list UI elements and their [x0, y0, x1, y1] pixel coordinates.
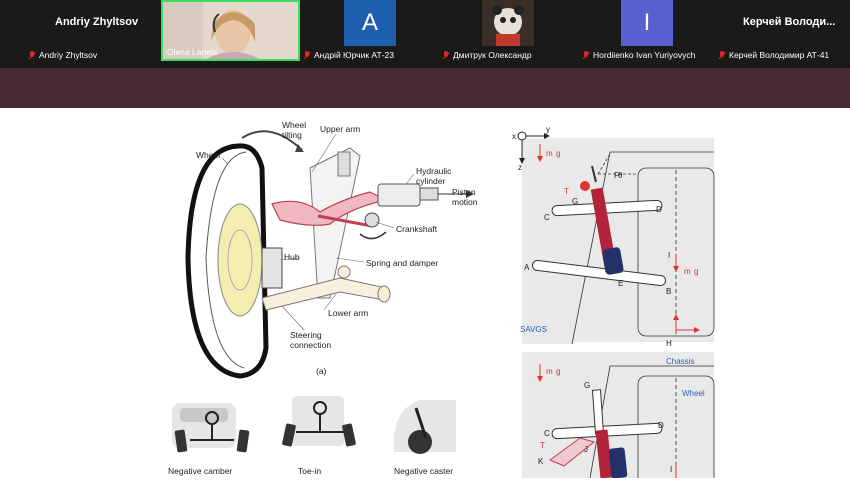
negative-camber-icon [172, 403, 250, 453]
label-toe-in: Toe-in [298, 466, 321, 476]
mic-muted-icon [442, 50, 450, 60]
participant-label: Андрій Юрчик АТ-23 [303, 50, 394, 60]
label-upper-arm: Upper arm [320, 124, 360, 134]
participant-label-dmytruk: Дмитрук Олександр [442, 50, 532, 60]
axis-y: y [546, 125, 550, 134]
video-feed [482, 0, 534, 46]
label-mg-wheel: m [684, 267, 691, 276]
label-g-lower: g [556, 367, 560, 376]
label-F: F [614, 171, 619, 180]
participant-label: Andriy Zhyltsov [28, 50, 97, 60]
label-I: I [668, 251, 670, 260]
label-G-lower: G [584, 381, 590, 390]
figure-caption: (a) [316, 366, 327, 376]
label-theta: θ [618, 171, 623, 180]
label-lower-arm: Lower arm [328, 308, 368, 318]
label-chassis: Chassis [666, 357, 694, 366]
savgs-figure-b: x y z m g F [512, 125, 715, 483]
participant-display-name: Керчей Володи... [743, 16, 836, 28]
participant-video-dmytruk[interactable] [482, 0, 534, 46]
axis-z: z [518, 163, 522, 172]
label-D-lower: D [658, 421, 664, 430]
label-crankshaft: Crankshaft [396, 224, 438, 234]
participant-display-name: Andriy Zhyltsov [55, 16, 139, 28]
label-savgs: SAVGS [520, 325, 547, 334]
shared-screen-header [0, 68, 850, 108]
mic-muted-icon [28, 50, 36, 60]
label-B: B [666, 287, 671, 296]
mic-muted-icon [718, 50, 726, 60]
alignment-icons: Negative camber Toe-in Negative caster [168, 396, 456, 476]
axis-x: x [512, 132, 516, 141]
label-g-wheel: g [694, 267, 698, 276]
label-I-lower: I [670, 465, 672, 474]
label-hub: Hub [284, 252, 300, 262]
label-wheel: Wheel [196, 150, 220, 160]
label-K: K [538, 457, 544, 466]
participant-tile-andriy[interactable]: Andriy Zhyltsov Andriy Zhyltsov [0, 0, 160, 68]
participant-tile-hordiienko[interactable]: I Hordiienko Ivan Yuriyovych [578, 0, 708, 68]
label-G: G [572, 197, 578, 206]
label-C: C [544, 213, 550, 222]
label-J: J [584, 445, 588, 454]
avatar: I [621, 0, 673, 46]
mic-muted-icon [303, 50, 311, 60]
avatar: A [344, 0, 396, 46]
participant-strip: Andriy Zhyltsov Andriy Zhyltsov Olena La… [0, 0, 850, 68]
label-E: E [618, 279, 623, 288]
label-D: D [656, 205, 662, 214]
participant-tile-kerchei[interactable]: Керчей Володи... Керчей Володимир АТ-41 [714, 0, 850, 68]
mic-muted-icon [582, 50, 590, 60]
label-wheel-b: Wheel [682, 389, 705, 398]
participant-label: Керчей Володимир АТ-41 [718, 50, 829, 60]
label-negative-camber: Negative camber [168, 466, 232, 476]
label-C-lower: C [544, 429, 550, 438]
label-H: H [666, 339, 672, 348]
video-feed [163, 2, 298, 59]
participant-label: Olena Lanets [167, 47, 218, 57]
participant-video-olena[interactable]: Olena Lanets [161, 0, 300, 61]
label-negative-caster: Negative caster [394, 466, 453, 476]
label-T-lower: T [540, 441, 545, 450]
label-A: A [524, 263, 530, 272]
label-g-top: g [556, 149, 560, 158]
label-T: T [564, 187, 569, 196]
participant-tile-andrii[interactable]: A Андрій Юрчик АТ-23 [303, 0, 443, 68]
negative-caster-icon [394, 400, 456, 454]
toe-in-icon [282, 396, 356, 447]
participant-label: Hordiienko Ivan Yuriyovych [582, 50, 695, 60]
label-mg-top: m [546, 149, 553, 158]
label-spring-and-damper: Spring and damper [366, 258, 438, 268]
label-mg-lower: m [546, 367, 553, 376]
